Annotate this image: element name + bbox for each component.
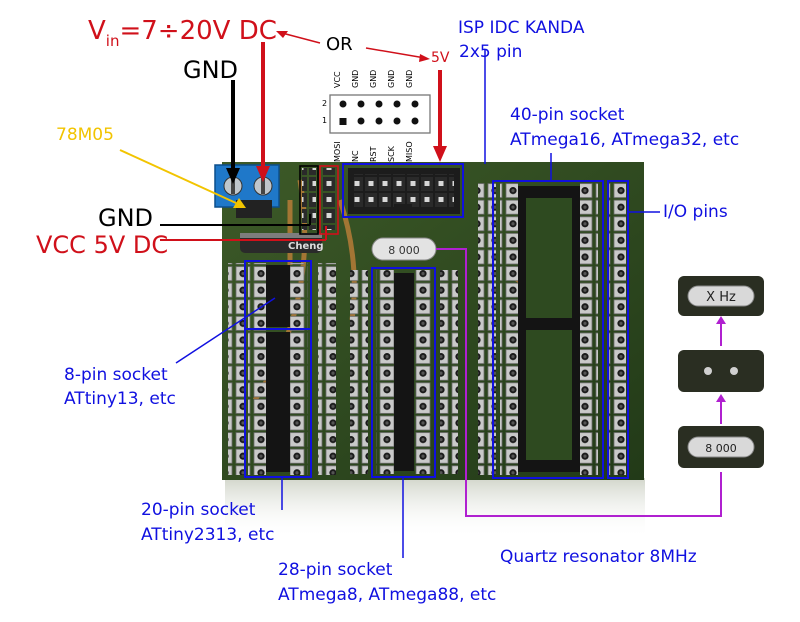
socket8-label-line2: ATtiny13, etc	[64, 389, 176, 409]
gnd-side-label: GND	[98, 204, 154, 232]
io-pins-label: I/O pins	[663, 202, 728, 222]
socket28-label-line2: ATmega8, ATmega88, etc	[278, 585, 497, 605]
gnd-header-outline	[299, 165, 319, 235]
isp-row-1-marker: 1	[322, 116, 328, 125]
isp-row-2-marker: 2	[322, 99, 328, 108]
vin-label-value: =7÷20V DC	[119, 16, 277, 46]
socket-40pin-window-bottom	[526, 330, 572, 460]
socket-40pin-pins-right	[580, 183, 598, 475]
socket-40pin-window-top	[526, 198, 572, 318]
isp-label-line2: 2x5 pin	[459, 42, 523, 62]
power-header-right	[322, 168, 336, 230]
column-28-outer-left	[350, 270, 368, 474]
left-inner-column	[318, 263, 336, 475]
vin-label: Vin=7÷20V DC	[88, 18, 277, 49]
socket-20pin-body	[266, 332, 290, 472]
left-outer-column	[228, 263, 246, 475]
column-40-outer-left	[478, 183, 496, 475]
socket-8pin-pins-left	[248, 263, 266, 329]
xtal-hz-text: X Hz	[706, 290, 736, 305]
vin-label-sub: in	[105, 32, 120, 50]
socket-8pin-pins-right	[290, 263, 308, 329]
vin-label-v: V	[88, 16, 106, 46]
or-double-arrow	[276, 31, 430, 62]
vcc-label: VCC 5V DC	[36, 231, 169, 259]
socket-8pin-body	[266, 265, 290, 327]
isp-pin-label-vcc: VCC	[333, 71, 342, 88]
quartz-board-text: 8 000	[388, 244, 420, 257]
socket-leader-lines	[175, 50, 660, 558]
quartz-on-board: 8 000	[371, 237, 437, 261]
isp-connector	[348, 168, 460, 214]
isp-pin-label-gnd1: GND	[351, 69, 360, 88]
isp-pin-label-gnd4: GND	[405, 69, 414, 88]
regulator-arrow-yellow	[119, 149, 246, 208]
regulator-78m05	[236, 200, 272, 218]
five-v-label: 5V	[431, 50, 450, 66]
socket40-label-line1: 40-pin socket	[510, 105, 625, 125]
isp-pin-label-sck: SCK	[387, 146, 396, 162]
xtal-alt-text: 8 000	[705, 442, 737, 455]
or-label: OR	[326, 34, 353, 55]
socket20-label-line2: ATtiny2313, etc	[141, 525, 275, 545]
gnd-arrows-black	[160, 80, 311, 226]
quartz-options	[678, 276, 764, 468]
socket8-label-line1: 8-pin socket	[64, 365, 168, 385]
capacitor-label: Cheng	[288, 241, 324, 252]
isp-pin-label-miso: MISO	[405, 141, 414, 162]
socket20-label-line1: 20-pin socket	[141, 500, 256, 520]
board-reflection	[225, 478, 645, 538]
quartz-connector-lines	[436, 248, 722, 517]
quartz-arrowheads	[716, 316, 726, 402]
power-header-left	[302, 168, 316, 230]
isp-pin-label-gnd3: GND	[387, 69, 396, 88]
regulator-label: 78M05	[56, 125, 114, 145]
quartz-label: Quartz resonator 8MHz	[500, 547, 697, 567]
isp-pin-label-gnd2: GND	[369, 69, 378, 88]
isp-pin-label-nc: NC	[351, 150, 360, 162]
electrolytic-capacitor: Cheng	[240, 233, 324, 253]
socket40-label-line2: ATmega16, ATmega32, etc	[510, 130, 740, 150]
isp-pin-label-rst: RST	[369, 146, 378, 162]
isp-label-line1: ISP IDC KANDA	[458, 18, 585, 38]
isp-pinout-diagram	[329, 94, 431, 134]
socket-20pin-pins-left	[248, 330, 266, 475]
vcc-header-outline	[319, 165, 339, 235]
highlight-boxes	[244, 163, 629, 479]
isp-pin-label-mosi: MOSI	[333, 141, 342, 162]
socket-40pin-pins-left	[500, 183, 518, 475]
socket-28pin-pins-right	[414, 270, 432, 474]
gnd-top-label: GND	[183, 56, 239, 84]
socket-20pin-pins-right	[290, 330, 308, 475]
power-arrows-red	[160, 42, 447, 241]
column-28-outer-right	[440, 270, 458, 474]
socket-28pin-body	[394, 273, 414, 471]
io-pins-column	[608, 183, 626, 475]
socket28-label-line1: 28-pin socket	[278, 560, 393, 580]
socket-28pin-pins-left	[376, 270, 394, 474]
